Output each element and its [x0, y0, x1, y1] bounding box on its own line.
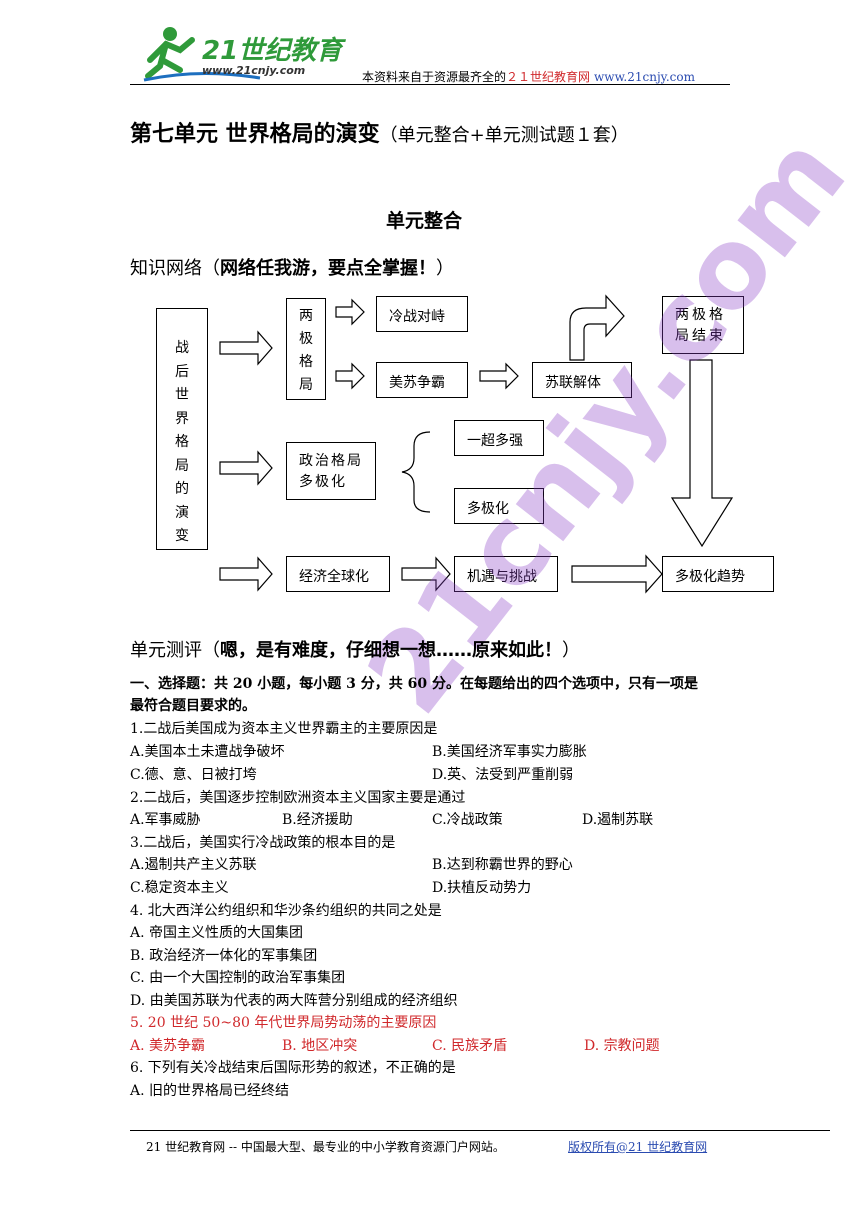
- q1-option-c: C.德、意、日被打垮: [130, 767, 257, 783]
- bipolar-end-box: 两极格局结束: [662, 296, 744, 354]
- logo-main-text: 21世纪教育: [202, 36, 343, 66]
- concept-diagram: 战后世界格局的演变 两极格局 冷战对峙 美苏争霸 苏联解体 两极格局结束 政治格…: [156, 294, 774, 594]
- arrow-right-icon: [335, 362, 365, 390]
- question-4: 4. 北大西洋公约组织和华沙条约组织的共同之处是: [130, 903, 442, 919]
- cold-war-box: 冷战对峙: [376, 296, 468, 332]
- question-6: 6. 下列有关冷战结束后国际形势的叙述，不正确的是: [130, 1060, 456, 1076]
- footer-divider: [130, 1130, 830, 1131]
- header-site-link[interactable]: ２１世纪教育网: [506, 70, 591, 84]
- arrow-right-icon: [219, 556, 273, 592]
- multipolar-trend-box: 多极化趋势: [662, 556, 774, 592]
- q3-option-d: D.扶植反动势力: [432, 880, 532, 896]
- multipolar-box: 多极化: [454, 488, 544, 524]
- arrow-right-icon: [479, 362, 519, 390]
- bent-arrow-icon: [569, 294, 625, 361]
- instructions-line1: 一、选择题：共 20 小题，每小题 3 分，共 60 分。在每题给出的四个选项中…: [130, 676, 698, 692]
- question-5: 5. 20 世纪 50~80 年代世界局势动荡的主要原因: [130, 1015, 437, 1031]
- logo-url-text: www.21cnjy.com: [202, 64, 306, 77]
- political-multipolar-box: 政治格局多极化: [286, 442, 376, 500]
- q2-option-a: A.军事威胁: [130, 812, 201, 828]
- site-logo: 21世纪教育 www.21cnjy.com: [140, 20, 343, 82]
- q5-option-a: A. 美苏争霸: [130, 1038, 206, 1054]
- q1-option-b: B.美国经济军事实力膨胀: [432, 744, 587, 760]
- q4-option-c: C. 由一个大国控制的政治军事集团: [130, 970, 346, 986]
- q1-option-d: D.英、法受到严重削弱: [432, 767, 574, 783]
- q4-option-a: A. 帝国主义性质的大国集团: [130, 925, 304, 941]
- instructions-line2: 最符合题目要求的。: [130, 698, 256, 714]
- opportunity-box: 机遇与挑战: [454, 556, 558, 592]
- arrow-right-icon: [571, 554, 663, 594]
- diagram-arrows: [219, 294, 734, 594]
- q1-option-a: A.美国本土未遭战争破坏: [130, 744, 285, 760]
- one-superpower-box: 一超多强: [454, 420, 544, 456]
- q3-option-c: C.稳定资本主义: [130, 880, 229, 896]
- q6-option-a: A. 旧的世界格局已经终结: [130, 1083, 290, 1099]
- q5-option-b: B. 地区冲突: [282, 1038, 358, 1054]
- arrow-right-icon: [335, 298, 365, 326]
- bipolar-box: 两极格局: [286, 298, 326, 400]
- section-test-heading: 单元测评（嗯，是有难度，仔细想一想……原来如此！）: [130, 640, 580, 661]
- brace-icon: [401, 431, 431, 513]
- section-integration-heading: 单元整合: [386, 210, 463, 232]
- root-box: 战后世界格局的演变: [156, 308, 208, 550]
- q5-option-d: D. 宗教问题: [584, 1038, 660, 1054]
- question-3: 3.二战后，美国实行冷战政策的根本目的是: [130, 835, 396, 851]
- question-1: 1.二战后美国成为资本主义世界霸主的主要原因是: [130, 721, 438, 737]
- q5-option-c: C. 民族矛盾: [432, 1038, 508, 1054]
- question-2: 2.二战后，美国逐步控制欧洲资本主义国家主要是通过: [130, 790, 466, 806]
- q3-option-b: B.达到称霸世界的野心: [432, 857, 573, 873]
- arrow-down-icon: [670, 359, 734, 548]
- arrow-right-icon: [401, 556, 451, 592]
- header-url-link[interactable]: www.21cnjy.com: [594, 70, 695, 84]
- q2-option-d: D.遏制苏联: [582, 812, 654, 828]
- knowledge-network-heading: 知识网络（网络任我游，要点全掌握！）: [130, 258, 454, 279]
- q4-option-b: B. 政治经济一体化的军事集团: [130, 948, 318, 964]
- soviet-collapse-box: 苏联解体: [532, 362, 632, 398]
- q4-option-d: D. 由美国苏联为代表的两大阵营分别组成的经济组织: [130, 993, 458, 1009]
- q2-option-c: C.冷战政策: [432, 812, 503, 828]
- arrow-right-icon: [219, 330, 273, 366]
- page-subtitle: （单元整合+单元测试题１套）: [379, 125, 629, 146]
- header-divider: [130, 84, 730, 85]
- economic-globalization-box: 经济全球化: [286, 556, 390, 592]
- runner-logo-icon: [143, 27, 261, 82]
- q3-option-a: A.遏制共产主义苏联: [130, 857, 257, 873]
- footer-copyright-link[interactable]: 版权所有@21 世纪教育网: [568, 1140, 708, 1154]
- arrow-right-icon: [219, 450, 273, 486]
- q2-option-b: B.经济援助: [282, 812, 353, 828]
- us-soviet-box: 美苏争霸: [376, 362, 468, 398]
- page-title: 第七单元 世界格局的演变（单元整合+单元测试题１套）: [130, 121, 629, 147]
- footer-left-text: 21 世纪教育网 -- 中国最大型、最专业的中小学教育资源门户网站。: [146, 1140, 505, 1154]
